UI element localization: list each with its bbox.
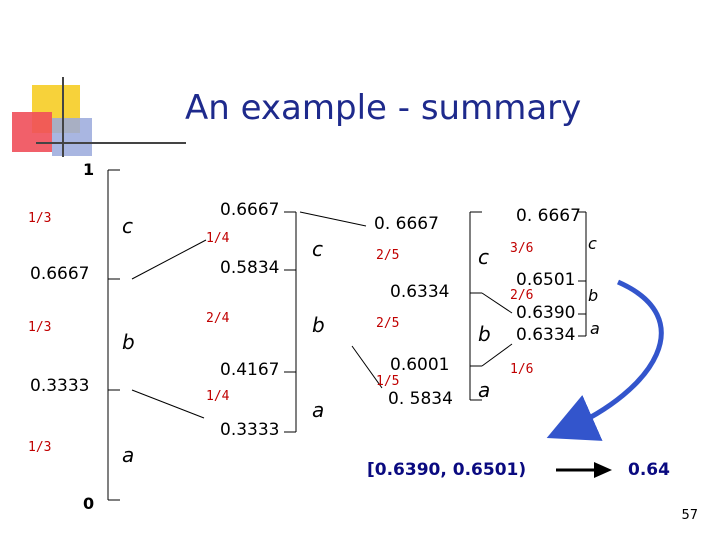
axis0-tick-1: 0.3333 [30, 376, 90, 396]
axis2-symbol-c: c [478, 245, 489, 269]
axis2-tick-2: 0.6001 [390, 355, 450, 375]
axis1-tick-3: 0.3333 [220, 420, 280, 440]
axis0-tick-0: 0.6667 [30, 264, 90, 284]
axis3-tick-0: 0. 6667 [516, 206, 581, 226]
logo-red-square [12, 112, 52, 152]
axis2-symbol-b: b [478, 322, 491, 346]
axis0-top-label: 1 [83, 160, 95, 179]
page-number: 57 [681, 508, 698, 523]
axis3-tick-1: 0.6501 [516, 270, 576, 290]
axis0-symbol-c: c [122, 214, 133, 238]
axis3-tick-2: 0.6390 [516, 303, 576, 323]
axis2-tick-3: 0. 5834 [388, 389, 453, 409]
axis1-tick-1: 0.5834 [220, 258, 280, 278]
axis1-tick-2: 0.4167 [220, 360, 280, 380]
axis0-symbol-b: b [122, 330, 135, 354]
axis0-bottom-label: 0 [83, 494, 95, 513]
result-value: 0.64 [628, 460, 670, 480]
axis-3-lines [578, 211, 587, 337]
axis-0-lines [107, 169, 120, 501]
axis2-prob-2: 1/5 [376, 374, 400, 389]
zoom-connectors [131, 211, 513, 419]
axis-1-lines [284, 211, 297, 433]
axis0-prob-2: 1/3 [28, 440, 52, 455]
axis3-prob-1: 2/6 [510, 288, 534, 303]
result-arrow [556, 462, 612, 478]
axis1-prob-2: 1/4 [206, 389, 230, 404]
axis3-symbol-c: c [588, 234, 597, 253]
axis2-prob-1: 2/5 [376, 316, 400, 331]
axis3-symbol-b: b [588, 286, 599, 305]
axis3-prob-0: 3/6 [510, 241, 534, 256]
axis1-prob-0: 1/4 [206, 231, 230, 246]
axis0-prob-0: 1/3 [28, 211, 52, 226]
page-title: An example - summary [185, 88, 582, 128]
axis2-prob-0: 2/5 [376, 248, 400, 263]
curved-arrow [546, 279, 664, 441]
axis1-symbol-c: c [312, 237, 323, 261]
axis2-tick-1: 0.6334 [390, 282, 450, 302]
axis3-tick-3: 0.6334 [516, 325, 576, 345]
axis-2-lines [469, 211, 482, 401]
axis1-symbol-a: a [312, 398, 325, 422]
axis3-symbol-a: a [590, 319, 600, 338]
axis0-symbol-a: a [122, 443, 135, 467]
logo-vertical-line [62, 77, 64, 157]
logo-blue-square [52, 118, 92, 156]
axis3-prob-2: 1/6 [510, 362, 534, 377]
result-interval: [0.6390, 0.6501) [367, 460, 527, 480]
axis1-prob-1: 2/4 [206, 311, 230, 326]
axis2-tick-0: 0. 6667 [374, 214, 439, 234]
axis1-tick-0: 0.6667 [220, 200, 280, 220]
axis0-prob-1: 1/3 [28, 320, 52, 335]
logo-horizontal-line [36, 142, 186, 144]
axis2-symbol-a: a [478, 378, 491, 402]
axis1-symbol-b: b [312, 313, 325, 337]
